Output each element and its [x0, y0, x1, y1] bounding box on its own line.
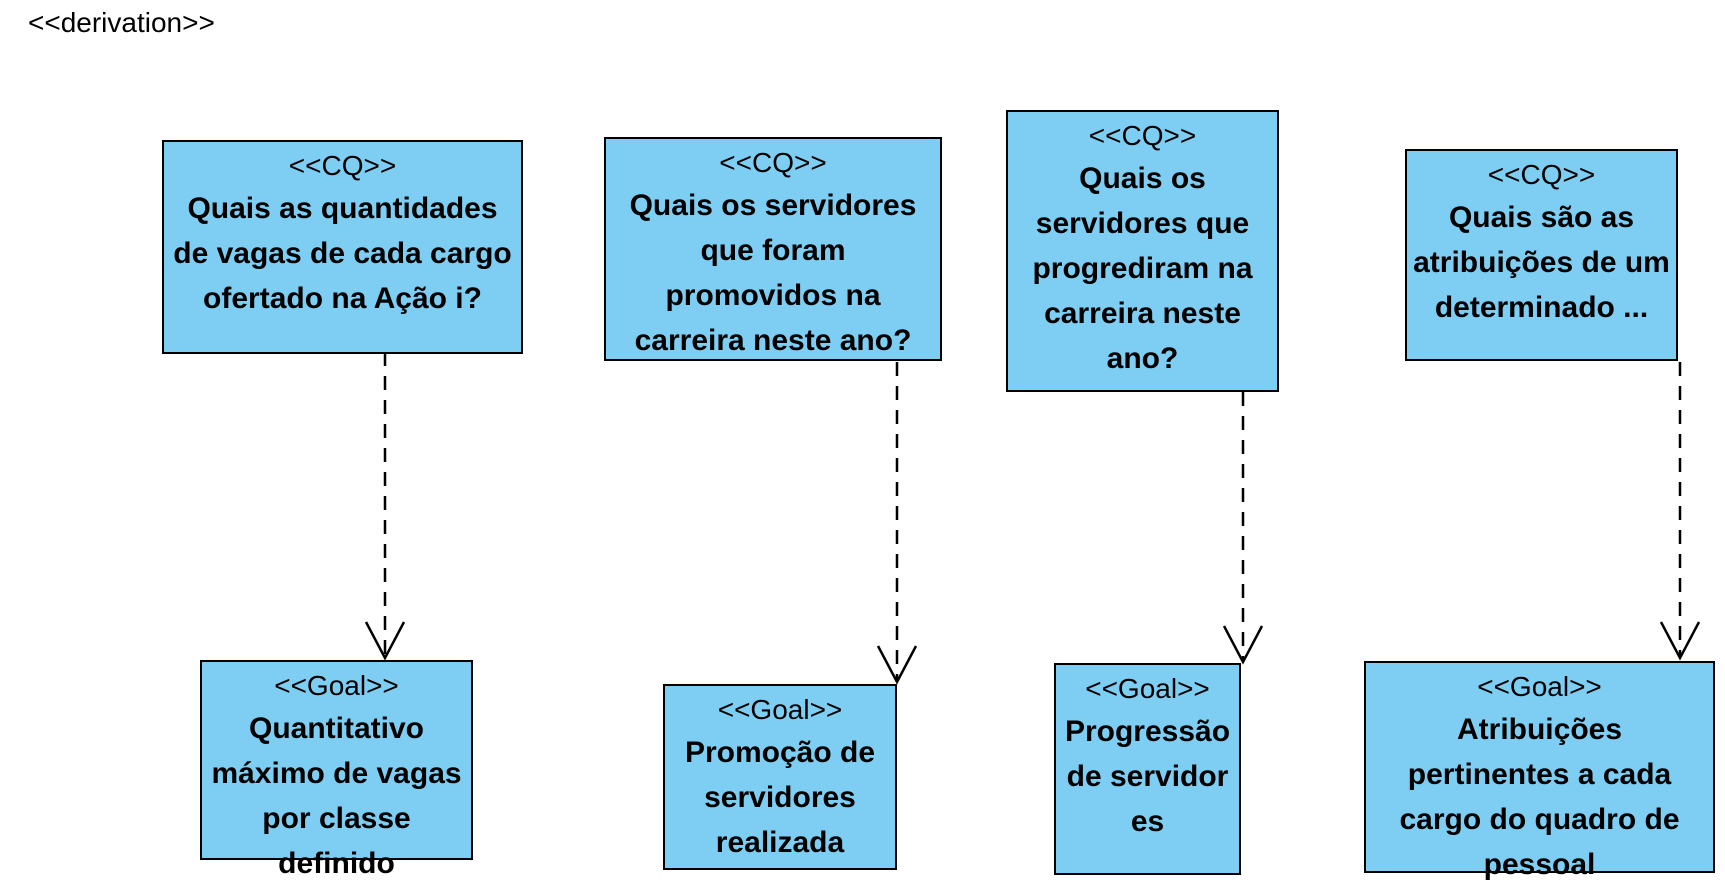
cq-text: Quais as quantidades de vagas de cada ca…	[173, 192, 512, 315]
cq-stereotype: <<CQ>>	[1487, 159, 1596, 190]
goal-text: Promoção de servidores realizada	[684, 736, 876, 859]
cq-text: Quais os servidores que foram promovidos…	[629, 189, 917, 357]
goal-stereotype: <<Goal>>	[1477, 671, 1602, 702]
cq-stereotype: <<CQ>>	[719, 147, 827, 178]
goal-box-3[interactable]: <<Goal>> Progressão de servidores	[1054, 663, 1241, 875]
arrowhead-4	[1659, 621, 1701, 661]
goal-text: Progressão de servidores	[1064, 715, 1231, 838]
cq-text: Quais são as atribuições de um determina…	[1413, 201, 1670, 324]
cq-box-2[interactable]: <<CQ>> Quais os servidores que foram pro…	[604, 137, 942, 361]
goal-text: Quantitativo máximo de vagas por classe …	[211, 712, 462, 880]
goal-box-4[interactable]: <<Goal>> Atribuições pertinentes a cada …	[1364, 661, 1715, 881]
cq-box-4[interactable]: <<CQ>> Quais são as atribuições de um de…	[1405, 149, 1678, 361]
goal-stereotype: <<Goal>>	[1085, 673, 1210, 704]
goal-box-2[interactable]: <<Goal>> Promoção de servidores realizad…	[663, 684, 897, 870]
goal-text: Atribuições pertinentes a cada cargo do …	[1399, 713, 1680, 881]
derivation-label: <<derivation>>	[28, 7, 215, 38]
arrowhead-2	[876, 645, 918, 685]
arrowhead-1	[364, 621, 406, 661]
goal-stereotype: <<Goal>>	[717, 694, 843, 725]
cq-stereotype: <<CQ>>	[288, 150, 397, 181]
goal-box-1[interactable]: <<Goal>> Quantitativo máximo de vagas po…	[200, 660, 473, 880]
cq-box-1[interactable]: <<CQ>> Quais as quantidades de vagas de …	[162, 140, 523, 354]
goal-stereotype: <<Goal>>	[274, 670, 399, 701]
cq-stereotype: <<CQ>>	[1088, 120, 1197, 151]
cq-box-3[interactable]: <<CQ>> Quais os servidores que progredir…	[1006, 110, 1279, 392]
cq-text: Quais os servidores que progrediram na c…	[1032, 162, 1253, 375]
arrowhead-3	[1222, 625, 1264, 665]
